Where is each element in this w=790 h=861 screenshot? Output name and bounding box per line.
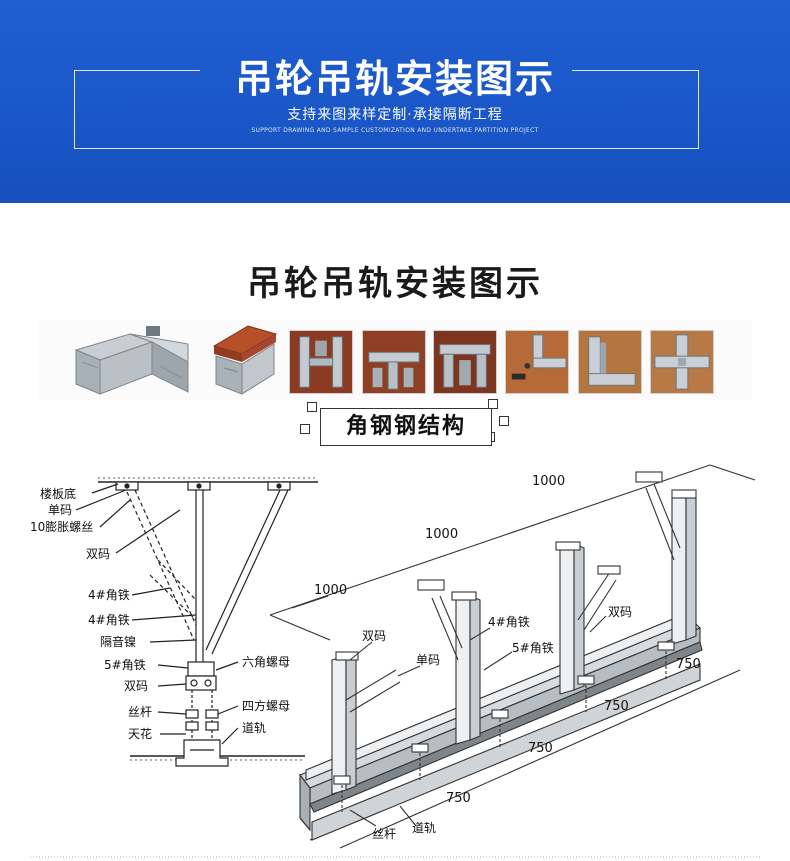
label-floor-base: 楼板底 [40, 486, 76, 501]
photo-channel-t [362, 330, 426, 394]
dim-750-mid-left: 750 [528, 741, 553, 756]
iso-label-double-code-right: 双码 [608, 605, 632, 619]
decor-square [307, 402, 317, 412]
photo-l-joint [578, 330, 642, 394]
label-ceiling: 天花 [128, 726, 152, 741]
label-lead-screw: 丝杆 [128, 705, 152, 719]
iso-label-lead-screw: 丝杆 [372, 827, 396, 841]
label-single-code: 单码 [48, 503, 72, 517]
label-expansion-screw: 10膨胀螺丝 [30, 520, 93, 534]
header-title: 吊轮吊轨安装图示 [234, 57, 555, 101]
dim-1000-left: 1000 [314, 583, 347, 598]
dim-1000-middle: 1000 [425, 527, 458, 542]
label-angle-iron-4b: 4#角铁 [88, 613, 130, 627]
label-double-code: 双码 [86, 547, 110, 561]
label-rail: 道轨 [242, 721, 266, 735]
iso-label-angle-iron-5: 5#角铁 [512, 641, 554, 655]
decor-square [488, 399, 498, 409]
installation-diagram: 楼板底 单码 10膨胀螺丝 双码 4#角铁 4#角铁 隔音镍 5#角铁 双码 丝… [30, 464, 760, 858]
dim-750-mid-right: 750 [604, 699, 629, 714]
photo-channel-h [289, 330, 353, 394]
decor-square [499, 416, 509, 426]
decor-square [300, 424, 310, 434]
photo-rail-joint [74, 326, 189, 395]
photo-cross-joint [650, 330, 714, 394]
header-frame-line-right [572, 70, 699, 71]
side-section [75, 477, 318, 767]
photo-rail-wood [212, 325, 278, 395]
photo-corner-joint [505, 330, 569, 394]
dim-1000-top: 1000 [532, 474, 565, 489]
label-angle-iron-4a: 4#角铁 [88, 588, 130, 602]
iso-label-rail: 道轨 [412, 821, 436, 835]
label-angle-iron-5: 5#角铁 [104, 658, 146, 672]
label-sound-insulation: 隔音镍 [100, 634, 136, 649]
section-title: 吊轮吊轨安装图示 [247, 264, 543, 304]
iso-label-single-code: 单码 [416, 653, 440, 667]
dim-750-left: 750 [446, 791, 471, 806]
iso-structure [269, 464, 756, 849]
label-double-code-2: 双码 [124, 679, 148, 693]
label-square-nut: 四方螺母 [242, 698, 290, 713]
iso-label-double-code-left: 双码 [362, 629, 386, 643]
header-subtitle-en: SUPPORT DRAWING AND SAMPLE CUSTOMIZATION… [251, 127, 539, 134]
photo-channel-u [433, 330, 497, 394]
iso-label-angle-iron-4: 4#角铁 [488, 615, 530, 629]
dim-750-right: 750 [676, 657, 701, 672]
header-subtitle: 支持来图来样定制·承接隔断工程 [287, 107, 503, 123]
label-hex-nut: 六角螺母 [242, 655, 290, 669]
structure-label: 角钢钢结构 [320, 408, 492, 446]
header-frame-line-left [74, 70, 200, 71]
header-frame [74, 70, 699, 149]
header-banner: 吊轮吊轨安装图示 支持来图来样定制·承接隔断工程 SUPPORT DRAWING… [0, 0, 790, 203]
